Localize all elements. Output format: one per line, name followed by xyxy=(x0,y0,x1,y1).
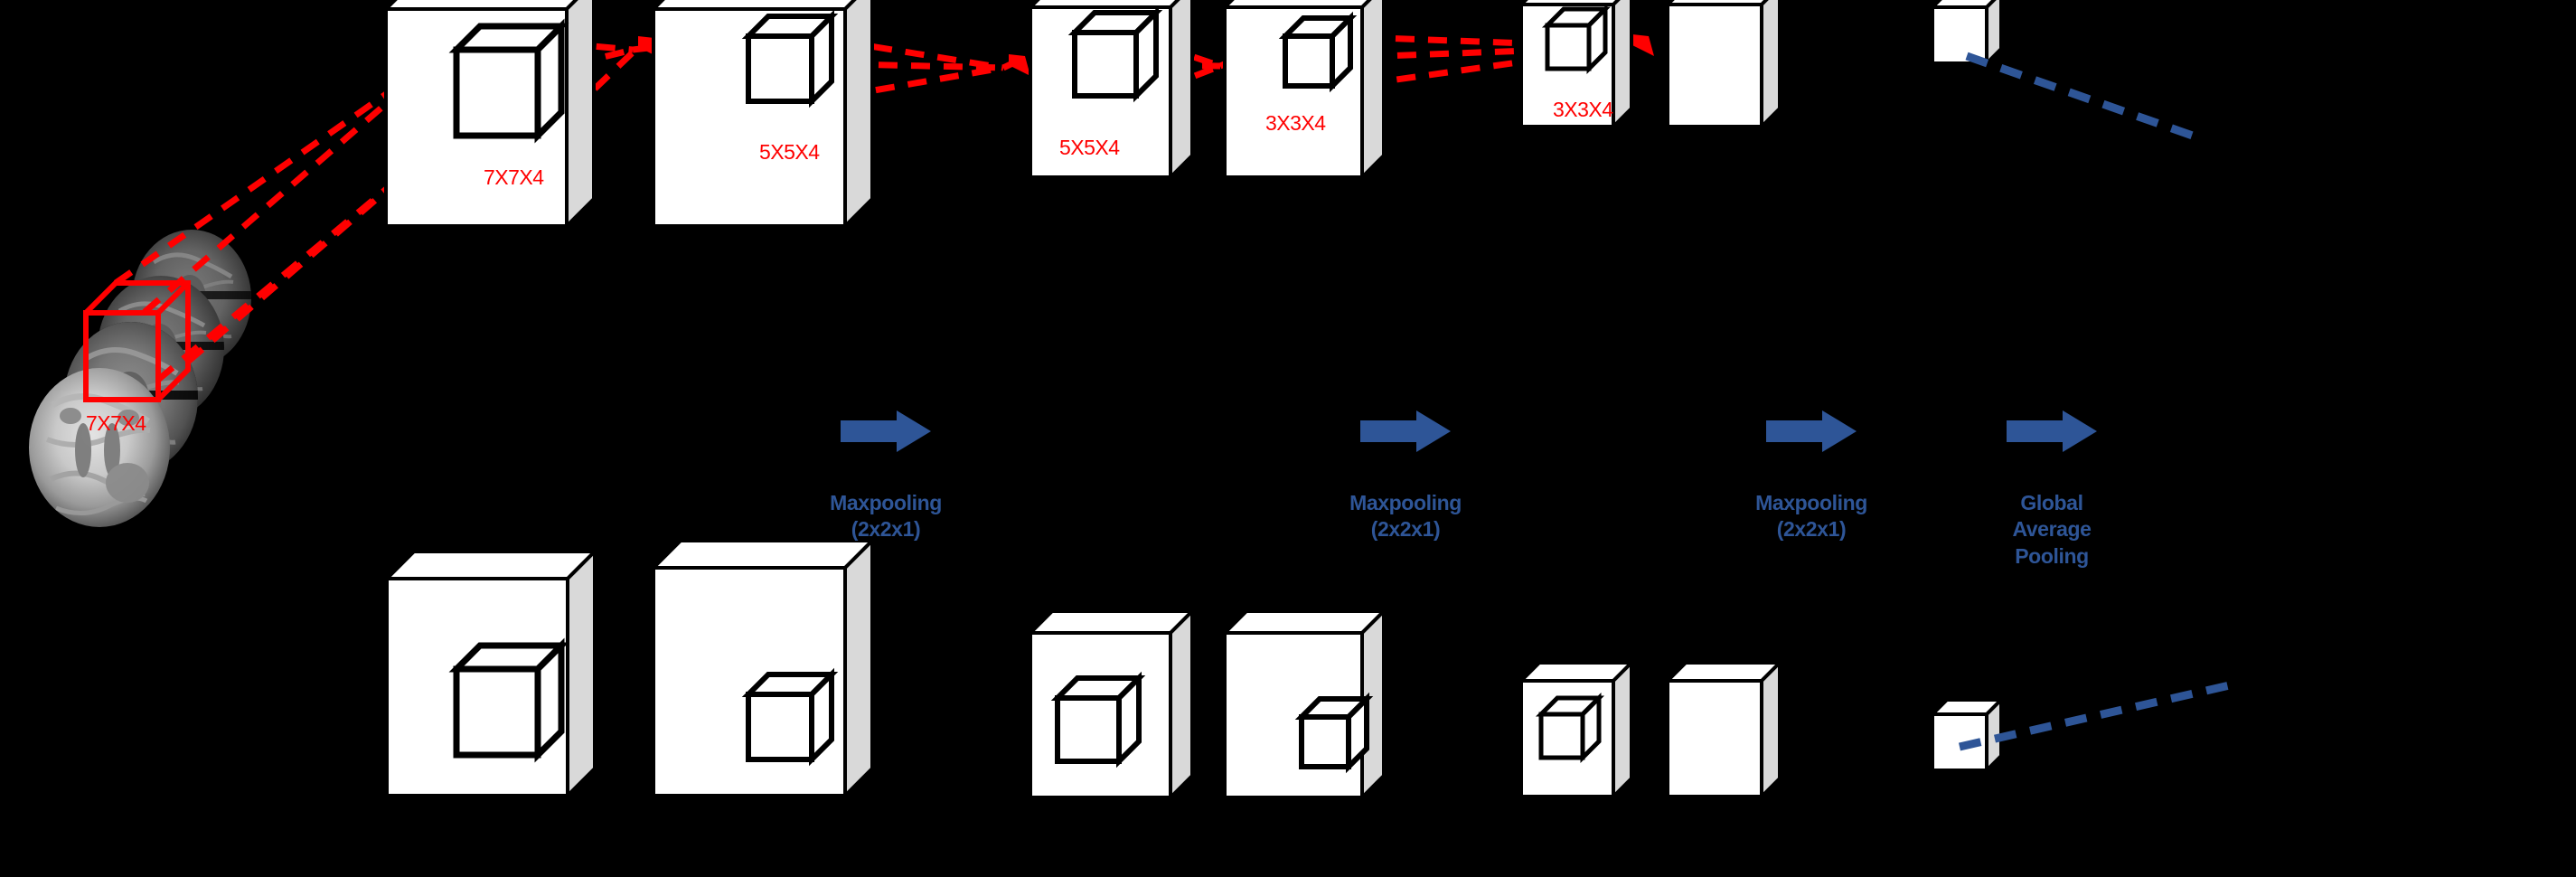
feature-map-2 xyxy=(649,536,877,800)
maxpool-3-arrow-icon xyxy=(1766,410,1857,453)
maxpool-2-label: Maxpooling (2x2x1) xyxy=(1349,490,1462,542)
conv-block-2 xyxy=(649,0,874,231)
conv-block-4 xyxy=(1220,0,1386,182)
kernel-label-2: 5X5X4 xyxy=(759,140,820,164)
conv-block-3 xyxy=(1026,0,1194,182)
mri-slice-1 xyxy=(29,368,170,527)
feature-vector-link-top xyxy=(1965,52,2207,145)
global-average-pooling-label: Global Average Pooling xyxy=(2012,490,2092,568)
conv-block-4-kernel xyxy=(1278,11,1358,93)
feature-map-3-kernel xyxy=(1050,671,1146,769)
input-patch-label: 7X7X4 xyxy=(86,411,146,435)
pooling-group-maxpool-1: Maxpooling (2x2x1) xyxy=(795,384,976,570)
kernel-label-1: 7X7X4 xyxy=(484,165,544,189)
conv-block-1 xyxy=(381,0,596,231)
conv-block-5-kernel xyxy=(1541,3,1612,75)
kernel-label-3: 5X5X4 xyxy=(1059,136,1120,159)
conv-block-1-kernel xyxy=(448,18,569,144)
maxpool-3-label: Maxpooling (2x2x1) xyxy=(1755,490,1867,542)
brain-mri-slices xyxy=(29,230,251,527)
input-patch-cube xyxy=(83,280,191,402)
maxpool-1-arrow-icon xyxy=(841,410,931,453)
conv-block-6 xyxy=(1663,0,1782,131)
gap-vector-top xyxy=(1928,0,2003,68)
conv-block-3-kernel xyxy=(1067,5,1163,103)
conv-block-2-kernel xyxy=(741,9,839,108)
feature-vector-link-bottom xyxy=(1959,680,2234,751)
pooling-group-maxpool-2: Maxpooling (2x2x1) xyxy=(1315,384,1496,570)
feature-map-1-kernel xyxy=(448,637,569,763)
global-average-pooling-arrow-icon xyxy=(2007,410,2097,453)
pooling-group-maxpool-3: Maxpooling (2x2x1) xyxy=(1721,384,1902,570)
feature-map-6 xyxy=(1663,658,1784,801)
gap-vector-bottom xyxy=(1928,695,2006,775)
kernel-label-5: 3X3X4 xyxy=(1553,98,1613,121)
kernel-label-4: 3X3X4 xyxy=(1265,111,1326,135)
feature-map-2-kernel xyxy=(741,667,839,767)
feature-map-3 xyxy=(1026,607,1197,802)
conv-block-5 xyxy=(1517,0,1633,131)
feature-map-5 xyxy=(1517,658,1636,801)
feature-map-4 xyxy=(1220,607,1388,802)
maxpool-2-arrow-icon xyxy=(1360,410,1451,453)
feature-map-1 xyxy=(382,547,599,800)
feature-map-5-kernel xyxy=(1535,692,1605,764)
pooling-group-global-average: Global Average Pooling xyxy=(1975,384,2129,597)
feature-map-4-kernel xyxy=(1294,692,1374,774)
maxpool-1-label: Maxpooling (2x2x1) xyxy=(830,490,942,542)
